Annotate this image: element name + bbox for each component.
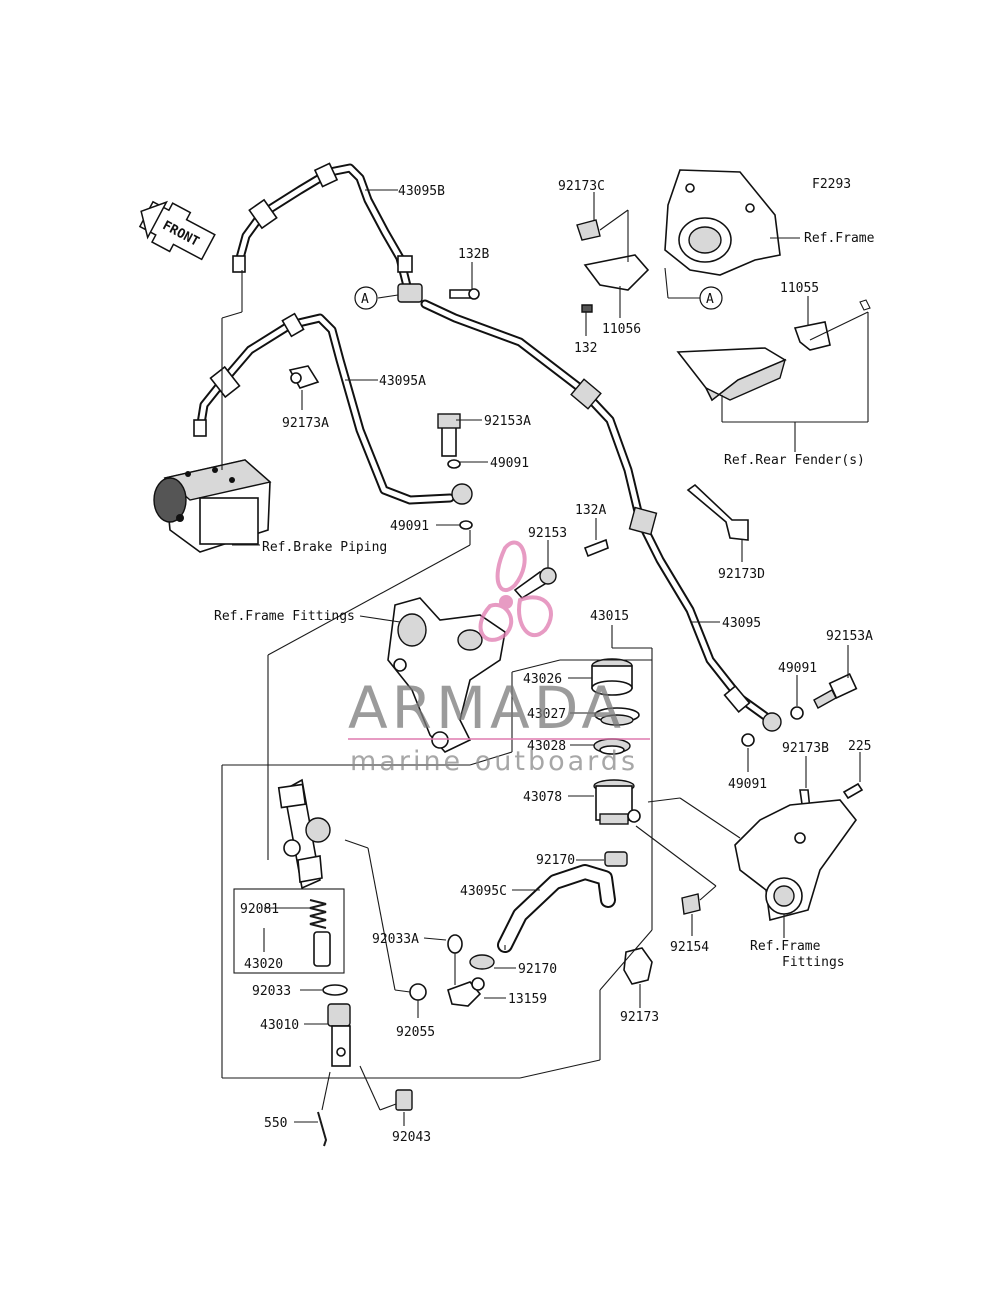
label-92153A-right: 92153A xyxy=(826,629,873,644)
label-92033A: 92033A xyxy=(372,932,419,947)
pushrod-43010 xyxy=(327,1003,351,1067)
frame-fittings-right xyxy=(734,799,858,922)
bolt-132B xyxy=(449,288,480,300)
label-11056: 11056 xyxy=(602,322,641,337)
clip-92173A xyxy=(288,365,320,389)
label-92043: 92043 xyxy=(392,1130,431,1145)
ref-frame-fittings-left: Ref.Frame Fittings xyxy=(214,609,355,624)
label-49091-d: 49091 xyxy=(728,777,767,792)
clip-92173D xyxy=(686,483,749,541)
label-132A: 132A xyxy=(575,503,606,518)
bolt-92153 xyxy=(513,567,557,600)
label-43027: 43027 xyxy=(527,707,566,722)
circlip-92033A xyxy=(447,934,463,954)
label-92173D: 92173D xyxy=(718,567,765,582)
leader-lines xyxy=(221,189,869,1126)
clip-11055 xyxy=(793,299,871,351)
clamp-92173 xyxy=(623,947,653,985)
label-43020: 43020 xyxy=(244,957,283,972)
label-43028: 43028 xyxy=(527,739,566,754)
reservoir-43015 xyxy=(591,658,641,867)
circlip-92033 xyxy=(322,984,348,996)
label-92173A: 92173A xyxy=(282,416,329,431)
bolt-225 xyxy=(842,782,864,800)
label-49091-a: 49091 xyxy=(490,456,529,471)
label-92033: 92033 xyxy=(252,984,291,999)
spring-92081 xyxy=(309,899,327,929)
callout-a-left: A xyxy=(354,286,378,310)
label-11055: 11055 xyxy=(780,281,819,296)
ref-brake-piping: Ref.Brake Piping xyxy=(262,540,387,555)
ref-frame: Ref.Frame xyxy=(804,231,875,246)
watermark: ARMADA marine outboards xyxy=(348,540,650,777)
label-132: 132 xyxy=(574,341,597,356)
watermark-logo-icon xyxy=(478,540,553,642)
hose-43095 xyxy=(420,299,782,732)
label-92173C: 92173C xyxy=(558,179,605,194)
pin-550 xyxy=(317,1111,328,1147)
fitting-13159 xyxy=(447,977,485,1007)
label-92154: 92154 xyxy=(670,940,709,955)
ref-frame-fittings-right-line1: Ref.Frame xyxy=(750,939,821,954)
label-43095: 43095 xyxy=(722,616,761,631)
diagram-code: F2293 xyxy=(812,177,851,192)
label-92170-b: 92170 xyxy=(518,962,557,977)
label-92081: 92081 xyxy=(240,902,279,917)
label-43095C: 43095C xyxy=(460,884,507,899)
hose-43095B xyxy=(232,162,423,303)
label-43078: 43078 xyxy=(523,790,562,805)
label-43095B: 43095B xyxy=(398,184,445,199)
label-92170-a: 92170 xyxy=(536,853,575,868)
label-43015: 43015 xyxy=(590,609,629,624)
label-49091-b: 49091 xyxy=(390,519,429,534)
ref-rear-fender: Ref.Rear Fender(s) xyxy=(724,453,865,468)
frame-bracket xyxy=(664,169,781,276)
label-92153A-top: 92153A xyxy=(484,414,531,429)
watermark-tagline: marine outboards xyxy=(350,746,638,777)
label-550: 550 xyxy=(264,1116,287,1131)
label-92173B: 92173B xyxy=(782,741,829,756)
piston-43020 xyxy=(313,931,331,967)
front-label: FRONT xyxy=(160,218,202,250)
label-225: 225 xyxy=(848,739,871,754)
ref-labels: Ref.Frame Ref.Rear Fender(s) Ref.Brake P… xyxy=(214,231,875,970)
label-43010: 43010 xyxy=(260,1018,299,1033)
part-labels: 43095B 132B 43095A 92173A 92153A 49091 4… xyxy=(240,179,873,1145)
callout-a-right-label: A xyxy=(706,292,714,307)
clamp-92170-b xyxy=(469,954,495,970)
label-92055: 92055 xyxy=(396,1025,435,1040)
rear-fender xyxy=(676,347,787,402)
oring-92055 xyxy=(409,983,427,1001)
abs-unit xyxy=(153,459,272,553)
label-132B: 132B xyxy=(458,247,489,262)
label-43095A: 43095A xyxy=(379,374,426,389)
bolt-132A xyxy=(583,538,609,558)
bolt-92154 xyxy=(681,893,701,915)
hose-43095A xyxy=(193,312,473,505)
callout-a-left-label: A xyxy=(361,292,369,307)
master-cylinder-bracket xyxy=(387,597,506,753)
label-43026: 43026 xyxy=(523,672,562,687)
bracket-11056 xyxy=(576,219,650,313)
hose-43095C xyxy=(497,864,616,953)
bolt-92153A-top xyxy=(437,413,473,530)
label-13159: 13159 xyxy=(508,992,547,1007)
label-92153: 92153 xyxy=(528,526,567,541)
label-92173: 92173 xyxy=(620,1010,659,1025)
pin-92043 xyxy=(395,1089,413,1111)
ref-frame-fittings-right-line2: Fittings xyxy=(782,955,845,970)
master-cylinder-body xyxy=(277,778,331,890)
label-49091-c: 49091 xyxy=(778,661,817,676)
callout-a-right: A xyxy=(699,286,723,310)
bolt-92153A-right xyxy=(741,673,858,747)
watermark-brand: ARMADA xyxy=(348,674,625,742)
front-arrow-icon: FRONT xyxy=(138,200,216,261)
